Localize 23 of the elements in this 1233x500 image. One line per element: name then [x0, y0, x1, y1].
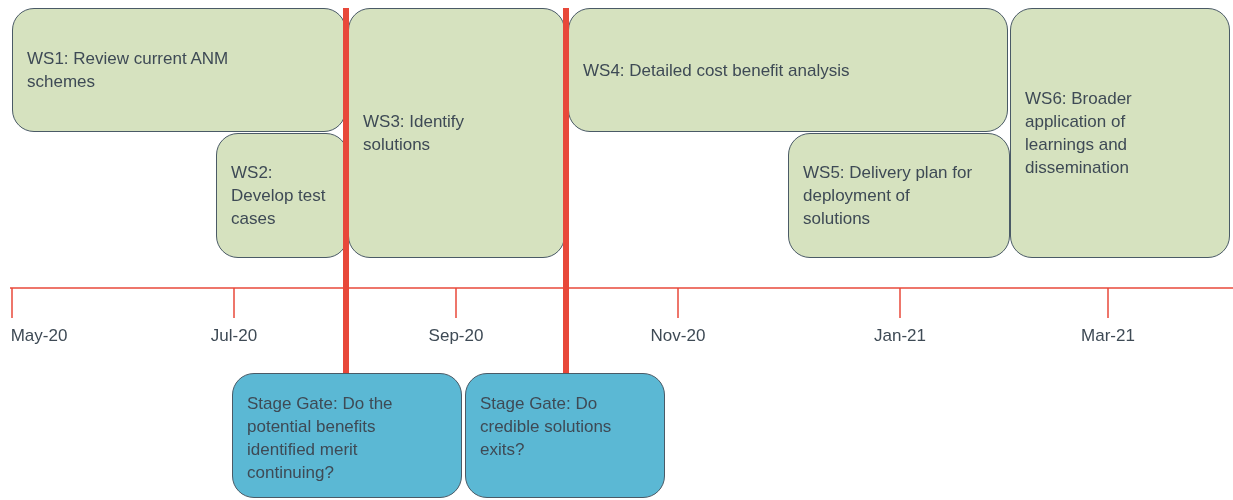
box-text: WS2: Develop test cases: [231, 162, 327, 230]
month-label: Jul-20: [210, 326, 258, 346]
month-label: May-20: [10, 326, 68, 346]
box-text: WS3: Identify solutions: [363, 111, 466, 156]
workstream-box: [1010, 8, 1230, 258]
stage-gate-line: [563, 8, 569, 373]
month-label: Sep-20: [428, 326, 484, 346]
workstream-box: [348, 8, 565, 258]
stage-gate-line: [343, 8, 349, 373]
month-label: Jan-21: [874, 326, 926, 346]
box-text: WS1: Review current ANM schemes: [27, 48, 230, 93]
month-label: Nov-20: [650, 326, 706, 346]
box-text: WS6: Broader application of learnings and dissemination: [1025, 88, 1133, 179]
workstream-box: [568, 8, 1008, 132]
box-text: Stage Gate: Do credible solutions exits?: [480, 393, 613, 461]
box-text: WS4: Detailed cost benefit analysis: [583, 59, 850, 82]
month-label: Mar-21: [1081, 326, 1135, 346]
box-text: Stage Gate: Do the potential benefits identified merit continuing?: [247, 393, 394, 484]
box-text: WS5: Delivery plan for deployment of solutions: [803, 162, 973, 230]
stage-gate-box: [232, 373, 462, 498]
workstream-box: [788, 133, 1010, 258]
stage-gate-box: [465, 373, 665, 498]
workstream-box: [12, 8, 346, 132]
